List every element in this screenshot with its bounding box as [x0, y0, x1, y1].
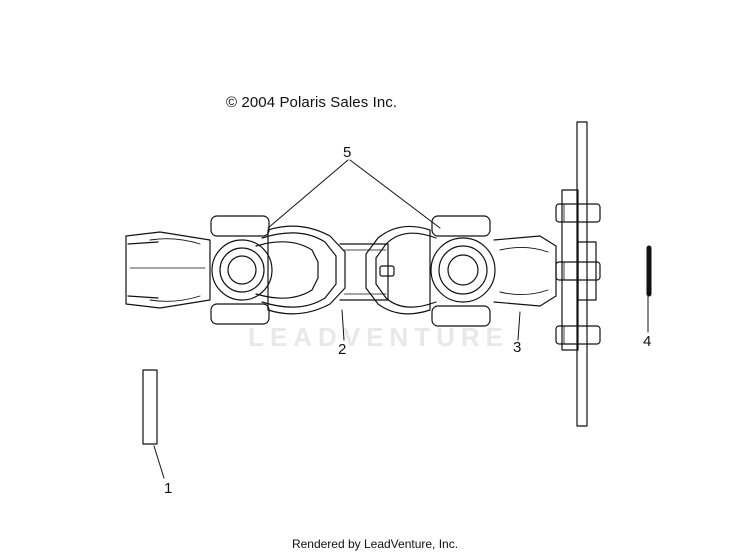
- flange-assembly: [555, 121, 601, 427]
- callout-5: 5: [343, 144, 352, 161]
- copyright-text: © 2004 Polaris Sales Inc.: [226, 94, 398, 111]
- callout-2: 2: [338, 341, 347, 358]
- callout-4: 4: [643, 333, 652, 350]
- callout-3: 3: [513, 339, 522, 356]
- part-1-plate: [142, 369, 158, 445]
- leader-2: [341, 309, 345, 341]
- callout-1: 1: [164, 480, 173, 497]
- leader-5a: [267, 159, 349, 229]
- center-shaft: [339, 243, 395, 301]
- leader-1: [153, 445, 165, 479]
- footer-text: Rendered by LeadVenture, Inc.: [291, 537, 459, 551]
- left-yoke: [125, 231, 211, 309]
- right-yoke: [493, 235, 557, 307]
- watermark: LEADVENTURE: [248, 322, 510, 352]
- leader-3: [517, 311, 521, 341]
- left-u-joint: [210, 215, 346, 325]
- leader-lines: [153, 159, 649, 479]
- right-u-joint: [365, 215, 496, 327]
- leader-5b: [349, 159, 441, 229]
